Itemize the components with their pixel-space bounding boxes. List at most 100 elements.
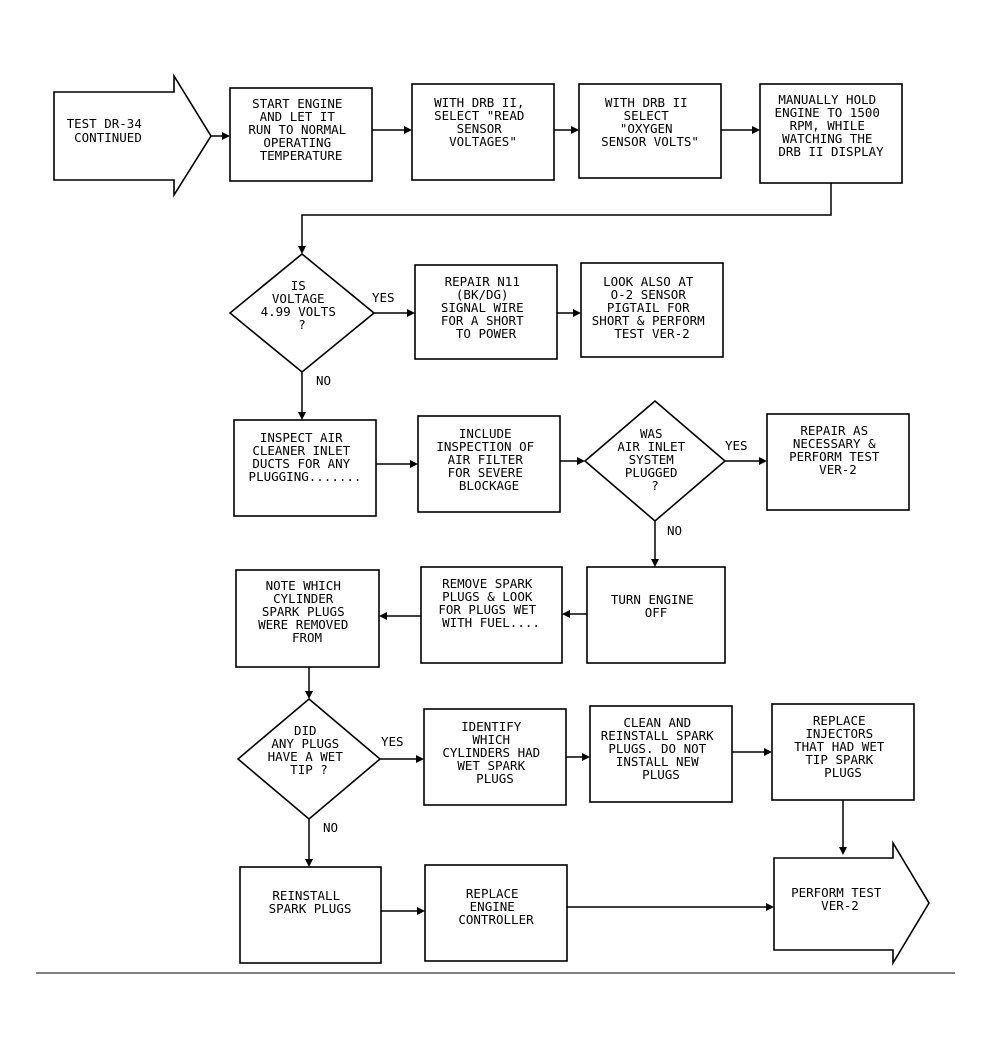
box-reinstall-spark-plugs: REINSTALL SPARK PLUGS [239, 866, 382, 964]
svg-text:IS VOLTAGE 4.99 VO: IS VOLTAGE 4.99 VOLTS ? [261, 278, 344, 332]
identify-line-3: CYLINDERS HAD [442, 745, 540, 760]
select-oxygen-line-1: WITH DRB II [605, 95, 688, 110]
include-line-5: BLOCKAGE [459, 478, 519, 493]
wet-tip-yes-label: YES [381, 734, 404, 749]
replace-inj-line-4: TIP SPARK [805, 752, 873, 767]
repair-n11-line-4: FOR A SHORT [441, 313, 524, 328]
reinstall-line-1: REINSTALL [272, 888, 340, 903]
box-note-which-cylinder: NOTE WHICH CYLINDER SPARK PLUGS WERE REM… [235, 569, 380, 668]
repair-n11-line-1: REPAIR N11 [445, 274, 520, 289]
note-which-line-3: SPARK PLUGS [262, 604, 345, 619]
svg-text:REPLACE INJECTORS: REPLACE INJECTORS THAT HAD WET TIP SPARK… [794, 713, 892, 780]
svg-text:REPLACE ENGINE CON: REPLACE ENGINE CONTROLLER [458, 886, 534, 927]
air-inlet-line-4: PLUGGED [625, 465, 678, 480]
svg-text:WITH DRB II SELECT: WITH DRB II SELECT "OXYGEN SENSOR VOLTS" [601, 95, 699, 149]
box-select-oxygen: WITH DRB II SELECT "OXYGEN SENSOR VOLTS" [578, 83, 722, 179]
inspect-air-line-4: PLUGGING....... [249, 469, 362, 484]
repair-n11-line-3: SIGNAL WIRE [441, 300, 524, 315]
box-select-read-sensor: WITH DRB II, SELECT "READ SENSOR VOLTAGE… [411, 83, 555, 181]
inspect-air-line-1: INSPECT AIR [260, 430, 343, 445]
look-also-line-4: SHORT & PERFORM [592, 313, 705, 328]
air-inlet-line-3: SYSTEM [629, 452, 674, 467]
replace-ctrl-line-2: ENGINE [470, 899, 515, 914]
air-inlet-line-2: AIR INLET [617, 439, 685, 454]
end-line-1: PERFORM TEST [791, 885, 882, 900]
box-start-engine: START ENGINE AND LET IT RUN TO NORMAL OP… [229, 87, 373, 182]
box-replace-controller: REPLACE ENGINE CONTROLLER [424, 864, 568, 962]
identify-line-1: IDENTIFY [461, 719, 522, 734]
reinstall-line-2: SPARK PLUGS [269, 901, 352, 916]
voltage-line-2: VOLTAGE [272, 291, 325, 306]
clean-reinstall-line-1: CLEAN AND [623, 715, 691, 730]
repair-as-line-1: REPAIR AS [800, 423, 868, 438]
replace-ctrl-line-3: CONTROLLER [458, 912, 534, 927]
clean-reinstall-line-2: REINSTALL SPARK [601, 728, 714, 743]
voltage-line-3: 4.99 VOLTS [261, 304, 336, 319]
repair-n11-line-2: (BK/DG) [456, 287, 509, 302]
select-read-line-2: SELECT "READ [434, 108, 524, 123]
note-which-line-2: CYLINDER [273, 591, 334, 606]
box-remove-spark-plugs: REMOVE SPARK PLUGS & LOOK FOR PLUGS WET … [420, 566, 563, 664]
air-inlet-line-5: ? [651, 478, 659, 493]
start-engine-line-1: START ENGINE [252, 96, 342, 111]
voltage-yes-label: YES [372, 290, 395, 305]
select-oxygen-line-2: SELECT [624, 108, 670, 123]
note-which-line-4: WERE REMOVED [258, 617, 348, 632]
start-engine-line-4: OPERATING [263, 135, 331, 150]
hold-engine-line-1: MANUALLY HOLD [778, 92, 876, 107]
replace-inj-line-3: THAT HAD WET [794, 739, 885, 754]
svg-text:INSPECT AIR CLEANER INLE: INSPECT AIR CLEANER INLET DUCTS FOR ANY … [249, 430, 362, 484]
look-also-line-2: O-2 SENSOR [611, 287, 687, 302]
svg-text:TURN ENGINE OFF: TURN ENGINE OFF [611, 592, 701, 620]
box-look-also: LOOK ALSO AT O-2 SENSOR PIGTAIL FOR SHOR… [580, 262, 724, 358]
svg-text:NOTE WHICH CYLINDER: NOTE WHICH CYLINDER SPARK PLUGS WERE REM… [258, 578, 356, 645]
repair-as-line-4: VER-2 [819, 462, 857, 477]
hold-engine-line-4: WATCHING THE [782, 131, 872, 146]
inspect-air-line-3: DUCTS FOR ANY [252, 456, 350, 471]
turn-off-line-1: TURN ENGINE [611, 592, 694, 607]
svg-text:INCLUDE INSPECTION OF: INCLUDE INSPECTION OF AIR FILTER FOR SEV… [436, 426, 541, 493]
start-text: TEST DR-34 CONTINUED [67, 116, 150, 145]
wet-tip-no-label: NO [323, 820, 338, 835]
remove-spark-line-2: PLUGS & LOOK [442, 589, 533, 604]
end-line-2: VER-2 [821, 898, 859, 913]
repair-as-line-2: NECESSARY & [793, 436, 876, 451]
remove-spark-line-1: REMOVE SPARK [442, 576, 533, 591]
box-repair-n11: REPAIR N11 (BK/DG) SIGNAL WIRE FOR A SHO… [414, 264, 558, 360]
svg-text:LOOK ALSO AT O-2 SENSOR: LOOK ALSO AT O-2 SENSOR PIGTAIL FOR SHOR… [592, 274, 712, 341]
hold-engine-line-5: DRB II DISPLAY [778, 144, 884, 159]
end-connector-arrow: PERFORM TEST VER-2 [773, 840, 930, 966]
svg-text:MANUALLY HOLD ENGINE TO: MANUALLY HOLD ENGINE TO 1500 RPM, WHILE … [775, 92, 888, 159]
replace-inj-line-2: INJECTORS [805, 726, 873, 741]
voltage-no-label: NO [316, 373, 331, 388]
start-connector-arrow: TEST DR-34 CONTINUED [53, 73, 212, 198]
replace-inj-line-5: PLUGS [824, 765, 862, 780]
identify-line-4: WET SPARK [457, 758, 525, 773]
clean-reinstall-line-3: PLUGS. DO NOT [608, 741, 706, 756]
wet-tip-line-4: TIP ? [290, 762, 328, 777]
remove-spark-line-3: FOR PLUGS WET [438, 602, 536, 617]
svg-text:START ENGINE AND LET IT: START ENGINE AND LET IT RUN TO NORMAL OP… [248, 96, 353, 163]
box-replace-injectors: REPLACE INJECTORS THAT HAD WET TIP SPARK… [771, 703, 915, 801]
voltage-line-1: IS [291, 278, 306, 293]
decision-air-inlet: WAS AIR INLET SYSTEM PLUGGED ? [583, 399, 727, 523]
air-inlet-yes-label: YES [725, 438, 748, 453]
box-include-inspection: INCLUDE INSPECTION OF AIR FILTER FOR SEV… [417, 415, 561, 513]
svg-text:CLEAN AND REINSTALL SPAR: CLEAN AND REINSTALL SPARK PLUGS. DO NOT … [601, 715, 721, 782]
clean-reinstall-line-5: PLUGS [642, 767, 680, 782]
box-hold-engine: MANUALLY HOLD ENGINE TO 1500 RPM, WHILE … [759, 83, 903, 184]
select-read-line-3: SENSOR [457, 121, 503, 136]
wet-tip-line-2: ANY PLUGS [271, 736, 339, 751]
wet-tip-line-1: DID [294, 723, 317, 738]
note-which-line-1: NOTE WHICH [266, 578, 341, 593]
svg-text:DID ANY PLUGS HAVE: DID ANY PLUGS HAVE A WET TIP ? [268, 723, 351, 777]
identify-line-2: WHICH [472, 732, 510, 747]
inspect-air-line-2: CLEANER INLET [252, 443, 350, 458]
look-also-line-3: PIGTAIL FOR [607, 300, 690, 315]
clean-reinstall-line-4: INSTALL NEW [616, 754, 699, 769]
hold-engine-line-2: ENGINE TO 1500 [775, 105, 880, 120]
repair-n11-line-5: TO POWER [456, 326, 517, 341]
svg-text:PERFORM TEST VER-2: PERFORM TEST VER-2 [791, 885, 889, 913]
air-inlet-no-label: NO [667, 523, 682, 538]
